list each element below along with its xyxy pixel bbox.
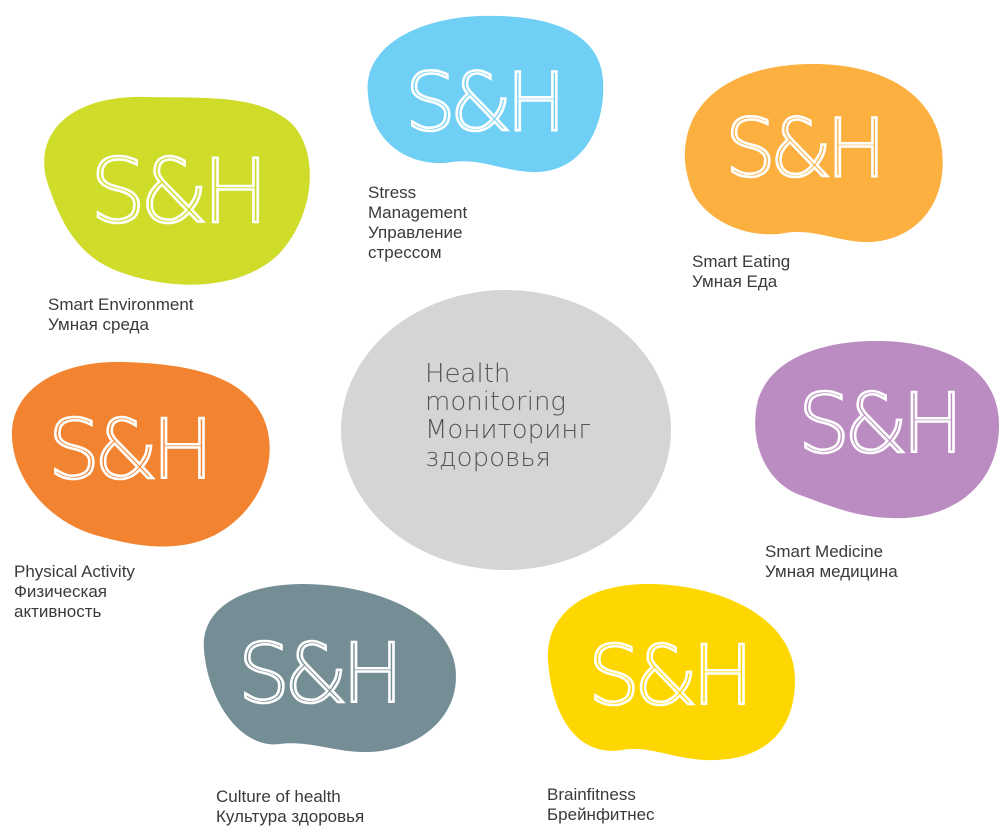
blob-physical-activity: S&H [11, 361, 270, 547]
label-line: Умная Еда [692, 272, 778, 291]
blob-shape [684, 63, 943, 243]
label-line: Brainfitness [547, 785, 636, 804]
label-line: Управление [368, 223, 463, 242]
logo-text: S&H [90, 140, 263, 243]
label-smart-medicine: Smart Medicine Умная медицина [765, 542, 898, 582]
center-circle [341, 290, 671, 570]
center-caption-line: Мониторинг [425, 415, 592, 445]
label-line: Management [368, 203, 468, 222]
label-line: Умная медицина [765, 562, 898, 581]
label-line: Stress [368, 183, 417, 202]
logo-text: S&H [725, 102, 880, 195]
label-line: Умная среда [48, 315, 149, 334]
center-caption-line: monitoring [425, 387, 567, 417]
label-smart-environment: Smart Environment Умная среда [48, 295, 194, 335]
label-culture-of-health: Culture of health Культура здоровья [216, 787, 364, 827]
blob-smart-eating: S&H [684, 63, 943, 243]
label-line: Smart Eating [692, 252, 791, 271]
label-physical-activity: Physical Activity Физическая активность [14, 562, 135, 622]
label-line: активность [14, 602, 102, 621]
blob-smart-medicine: S&H [755, 340, 999, 519]
center-caption: Health monitoring Мониторинг здоровья [425, 360, 591, 472]
blob-shape [44, 96, 310, 285]
blob-brainfitness: S&H [547, 583, 795, 761]
logo-text: S&H [48, 403, 208, 498]
logo-text: S&H [405, 56, 560, 149]
center-caption-line: Health [425, 359, 511, 389]
blob-shape [755, 340, 999, 519]
blob-shape [203, 583, 456, 753]
logo-text: S&H [588, 629, 748, 724]
label-line: Smart Environment [48, 295, 194, 314]
blob-shape [11, 361, 270, 547]
blob-smart-environment: S&H [44, 96, 310, 285]
label-line: Physical Activity [14, 562, 135, 581]
blob-stress-management: S&H [367, 15, 604, 173]
blob-shape [547, 583, 795, 761]
blob-culture-of-health: S&H [203, 583, 456, 753]
label-line: Culture of health [216, 787, 341, 806]
blob-shape [367, 15, 604, 173]
label-line: Брейнфитнес [547, 805, 655, 824]
center-caption-line: здоровья [425, 443, 551, 473]
logo-text: S&H [238, 627, 398, 722]
label-line: Физическая [14, 582, 107, 601]
label-line: Культура здоровья [216, 807, 365, 826]
label-line: стрессом [368, 243, 442, 262]
label-stress-management: Stress Management Управление стрессом [368, 183, 467, 263]
label-line: Smart Medicine [765, 542, 884, 561]
label-smart-eating: Smart Eating Умная Еда [692, 252, 790, 292]
label-brainfitness: Brainfitness Брейнфитнес [547, 785, 655, 825]
logo-text: S&H [798, 377, 958, 472]
